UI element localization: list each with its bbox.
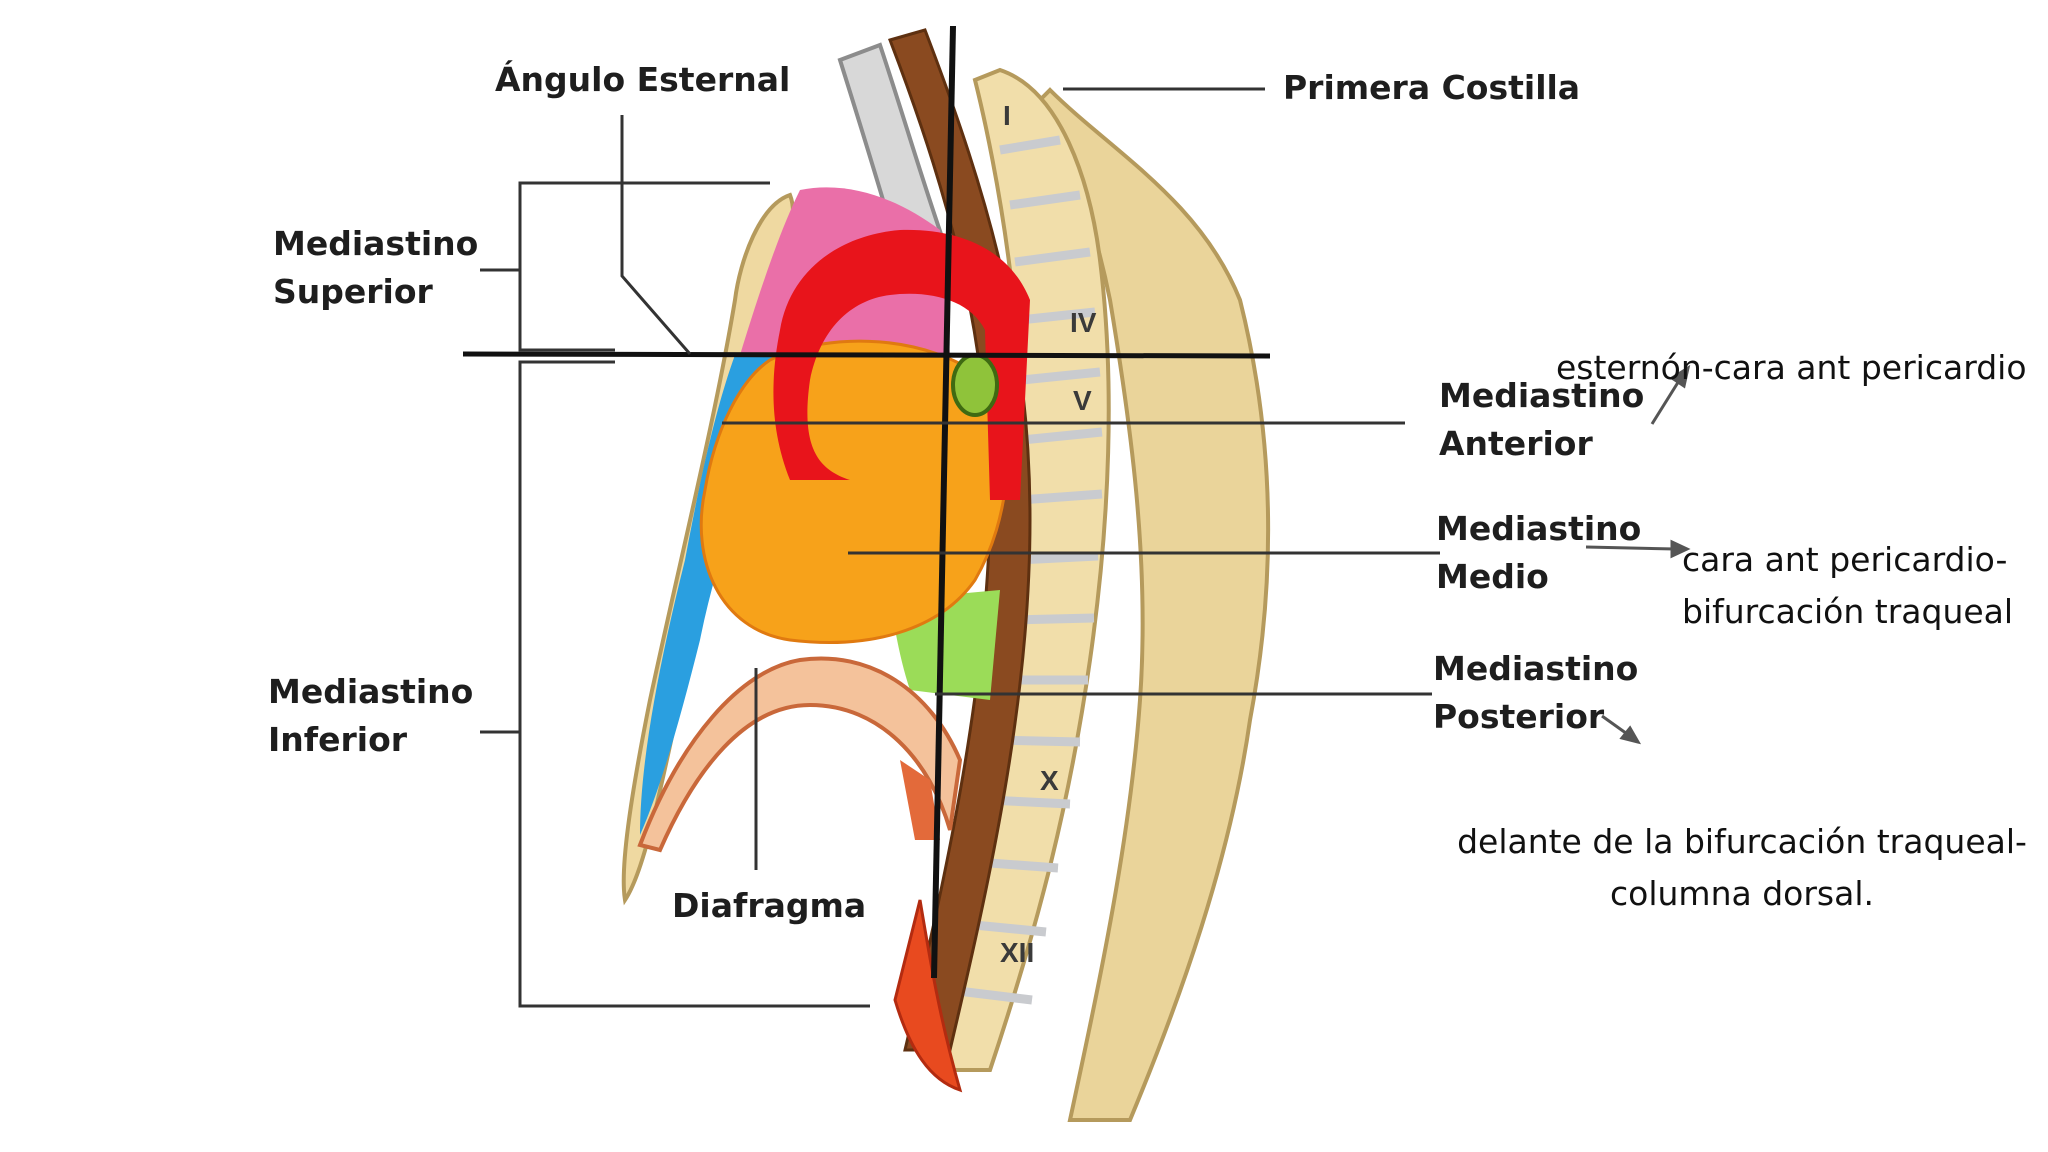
diaphragm [637,656,963,853]
diaphragm-crus [900,760,940,840]
vertebra-labels: I IV V X XII [1000,100,1097,968]
vertebra-label-1: I [1003,100,1011,131]
vertical-divider-line [931,25,956,979]
descending-aorta [893,899,963,1093]
arrow-middle [1585,545,1676,551]
label-first-rib: Primera Costilla [1283,68,1581,107]
horizontal-divider-line [462,351,1271,359]
annotation-arrows [1585,364,1691,745]
anterior-mediastinum-region [640,355,800,835]
spinal-processes [1037,87,1271,1122]
leader-lines [620,87,1440,870]
inferior-bracket [480,360,870,1008]
vertebra-label-10: X [1040,765,1059,796]
label-sternal-angle: Ángulo Esternal [495,60,791,99]
label-diaphragm: Diafragma [672,886,867,925]
leader-sternal-angle [620,115,692,355]
aortic-arch [773,229,1030,500]
note-anterior: esternón-cara ant pericardio [1556,348,2027,387]
note-posterior: delante de la bifurcación traqueal-colum… [1457,822,2027,913]
left-bronchus [951,353,999,417]
vertebra-label-5: V [1073,385,1092,416]
note-middle: cara ant pericardio-bifurcación traqueal [1682,540,2014,631]
vertebra-label-4: IV [1070,307,1097,338]
vertebra-label-12: XII [1000,937,1034,968]
superior-bracket [480,181,770,352]
arrow-anterior [1650,375,1684,425]
